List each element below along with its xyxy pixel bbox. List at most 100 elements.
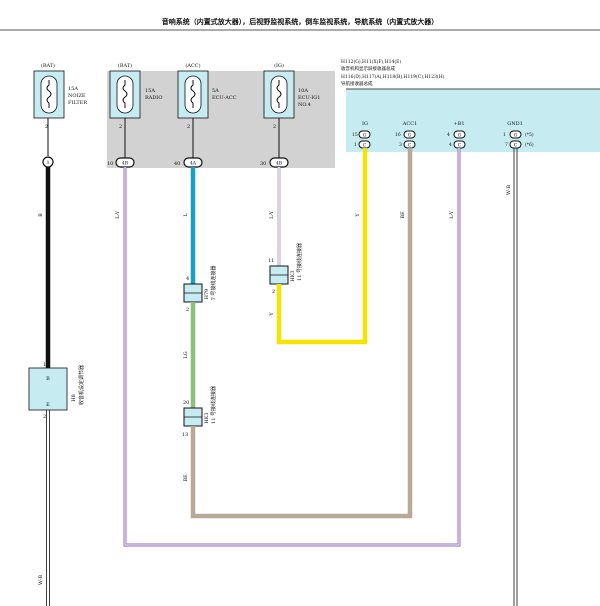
- junction-block-box: [107, 71, 335, 168]
- terminal-pin: 7: [505, 142, 508, 148]
- pin-label: 13: [182, 432, 188, 438]
- wire-color-label: LG: [183, 351, 189, 358]
- terminal-pin: 4: [447, 132, 450, 138]
- terminal-oval: [453, 130, 466, 139]
- wire-color-label: L-Y: [449, 210, 455, 218]
- gnd-note: (*6): [525, 141, 534, 148]
- terminal-name: ACC1: [402, 121, 417, 127]
- wire-color-label: W-B: [506, 185, 512, 195]
- fuse-element-icon: [122, 80, 128, 108]
- receiver-connectors-1: H112(G),H11(X(F),H14(E): [341, 58, 401, 65]
- wire-color-label: B: [38, 213, 44, 217]
- terminal-pin: 4: [449, 142, 452, 148]
- terminal-code: C: [458, 143, 462, 149]
- connector-desc: 11 号接线连接器: [296, 243, 303, 281]
- wire-tan: [190, 148, 413, 519]
- navigation-receiver: H112(G),H11(X(F),H14(E) 收音机和显示屏接收器总成 H11…: [341, 58, 600, 152]
- fuse-source-label: (IG): [274, 62, 284, 69]
- fuse-name-2: NO.4: [298, 102, 311, 108]
- terminal-code: G: [363, 133, 367, 139]
- connector-code: 4B: [276, 161, 283, 167]
- fuse-icon: [184, 75, 202, 114]
- fuse-element-icon: [276, 80, 282, 108]
- pin-label: E: [46, 402, 50, 408]
- fuse-source-label: (BAT): [118, 62, 132, 69]
- fuse-rating: 10A: [298, 88, 308, 94]
- wire-color-label: Y: [355, 213, 361, 218]
- junction-connector-11-ig: 11 2 HK3 11 号接线连接器: [268, 243, 303, 295]
- ecu-ig1-fuse: (IG) 10A ECU-IG1 NO.4 2: [263, 62, 320, 130]
- pin-label: 2: [272, 289, 275, 295]
- component-desc: 收音机设定调节器: [78, 365, 85, 405]
- receiver-connectors-2: H116(D),H117(A),H118(B),H119(C),H123(H): [341, 73, 445, 80]
- terminal-pin: 15: [352, 132, 358, 138]
- wire-color-label: W-B: [38, 575, 44, 585]
- receiver-name-1: 收音机和显示屏接收器总成: [341, 65, 395, 72]
- fuse-source-label: (BAT): [41, 62, 55, 69]
- receiver-body: [346, 89, 600, 152]
- fuse-name: NOIZE: [68, 93, 86, 99]
- connector-code: HK3: [204, 412, 210, 423]
- junction-connector-7: 4 2 H79 7 号接线连接器: [183, 266, 217, 313]
- wire-yellow: [276, 148, 368, 345]
- wire-color-label: Y: [269, 312, 275, 317]
- pin-label: 2: [186, 307, 189, 313]
- fuse-element-icon: [46, 80, 52, 108]
- terminal-name: IG: [362, 121, 368, 127]
- fuse-rating: 15A: [145, 88, 155, 94]
- pin-label: 11: [268, 258, 274, 264]
- wire-purple-stripe: [124, 148, 460, 546]
- receiver-name-2: 导航接收器总成: [341, 80, 373, 87]
- terminal-code: G: [514, 133, 518, 139]
- connector-code: 4A: [190, 161, 197, 167]
- wire-color-label: BE: [400, 211, 406, 219]
- fuse-element-icon: [190, 80, 196, 108]
- fuse-name: ECU-ACC: [212, 95, 237, 101]
- terminal-code: C: [408, 143, 412, 149]
- fuse-pin: 2: [119, 124, 122, 130]
- radio-fuse: (BAT) 15A RADIO 2: [109, 62, 162, 130]
- connector-code: H79: [204, 289, 210, 300]
- connector-code: 4B: [122, 161, 129, 167]
- wire-color-label: L: [183, 213, 189, 217]
- terminal-code: G: [458, 133, 462, 139]
- terminal-code: G: [408, 133, 412, 139]
- terminal-name: +B1: [453, 121, 464, 127]
- noise-filter-fuse: (BAT) 15A NOIZE FILTER 2: [33, 62, 87, 130]
- terminal-oval: [509, 130, 522, 139]
- fuse-name-2: FILTER: [68, 100, 87, 106]
- fuse-box-connectors: 10 4B 40 4A 30 4B: [107, 157, 289, 168]
- pin-label: 4: [186, 276, 189, 282]
- wire-color-label: BE: [183, 474, 189, 482]
- connector-number: 30: [260, 161, 266, 167]
- wire-color-label: L-Y: [115, 210, 121, 218]
- terminal-code: C: [363, 143, 367, 149]
- fuse-icon: [270, 75, 288, 114]
- terminal-name: GND1: [507, 121, 523, 127]
- fuse-pin: 2: [273, 124, 276, 130]
- pin-label: 20: [183, 400, 189, 406]
- fuse-source-label: (ACC): [185, 62, 200, 69]
- connector-desc: 7 号接线连接器: [210, 266, 217, 301]
- fuse-icon: [40, 75, 58, 114]
- fuse-name: RADIO: [145, 95, 162, 101]
- fuse-rating: 15A: [68, 86, 78, 92]
- terminal-code: C: [514, 143, 518, 149]
- connector-code: HK3: [290, 270, 296, 281]
- pin-label: 2: [43, 414, 46, 420]
- fuse-pin: 2: [187, 124, 190, 130]
- junction-connector-11-lg: 20 13 HK3 11 号接线连接器: [182, 386, 217, 438]
- terminal-pin: 1: [354, 142, 357, 148]
- radio-setting-condenser: 1 B E 2 H8 收音机设定调节器: [28, 362, 85, 420]
- terminal-pin: 1: [503, 132, 506, 138]
- fuse-name: ECU-IG1: [298, 95, 320, 101]
- fuse-icon: [116, 75, 134, 114]
- pin-label: B: [46, 376, 50, 382]
- gnd-note: (*5): [525, 131, 534, 138]
- connector-number: 10: [107, 161, 113, 167]
- terminal-oval: [358, 130, 371, 139]
- page-title: 音响系统（内置式放大器），后视野监视系统，倒车监视系统，导航系统（内置式放大器）: [162, 17, 439, 26]
- splice-number: 1: [47, 160, 50, 166]
- terminal-oval: [509, 140, 522, 149]
